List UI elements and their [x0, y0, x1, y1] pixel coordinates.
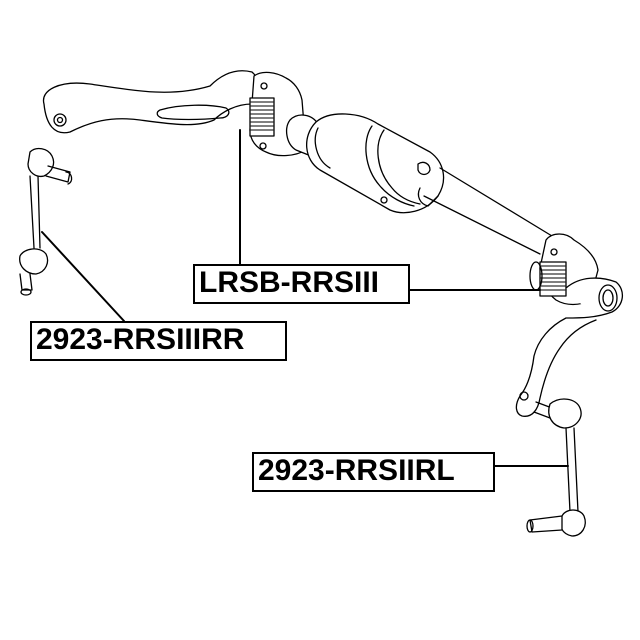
- leader-link-right-rr: [41, 231, 125, 322]
- left-end-link: [19, 147, 73, 296]
- right-end-link: [526, 398, 586, 537]
- part-label-end-link-rr: 2923-RRSIIIRR: [30, 321, 287, 361]
- part-label-end-link-rl: 2923-RRSIIRL: [252, 452, 495, 492]
- part-label-bushing: LRSB-RRSIII: [193, 264, 410, 304]
- leader-lines: [41, 129, 569, 467]
- stabilizer-bar: [285, 113, 553, 255]
- right-stabilizer-arm: [515, 277, 623, 417]
- left-stabilizer-arm: [42, 70, 259, 134]
